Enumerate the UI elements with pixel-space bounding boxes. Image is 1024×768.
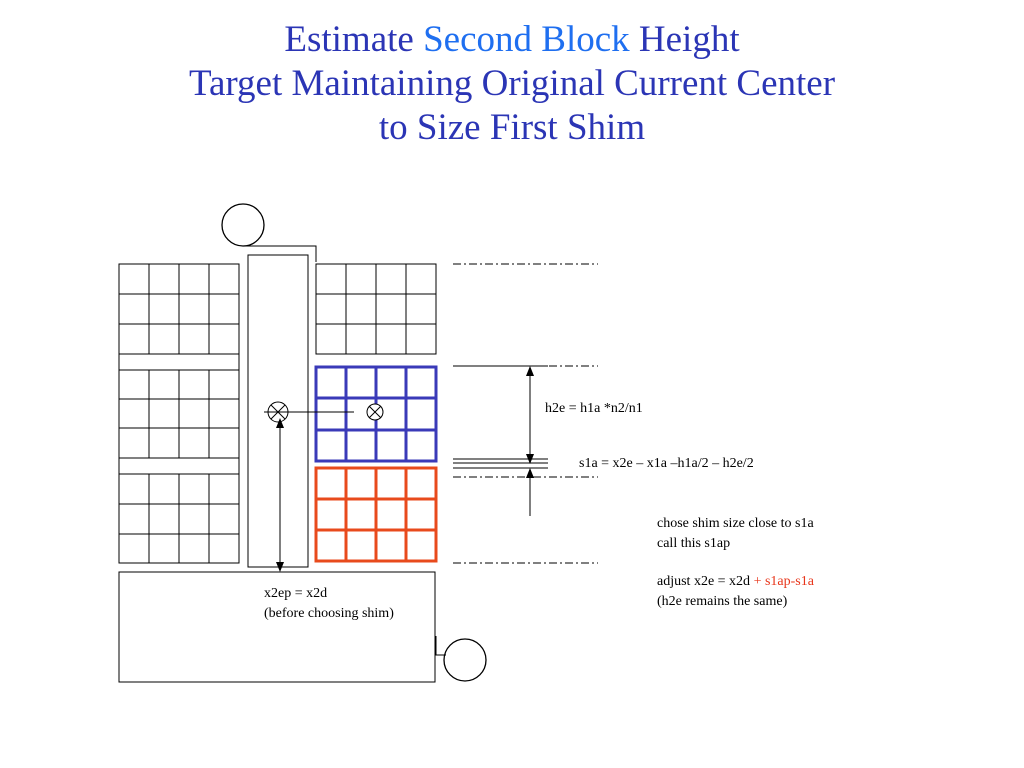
h2e-label: h2e = h1a *n2/n1 bbox=[545, 401, 643, 416]
note-line-3-red: + s1ap-s1a bbox=[753, 574, 814, 589]
s1a-arrowhead bbox=[526, 468, 534, 478]
slide-title: Estimate Second Block Height Target Main… bbox=[0, 18, 1024, 150]
h2e-arrowhead-down bbox=[526, 454, 534, 464]
x2ep-arrowhead-up bbox=[276, 418, 284, 428]
x2ep-label: x2ep = x2d (before choosing shim) bbox=[264, 584, 394, 624]
s1a-label: s1a = x2e – x1a –h1a/2 – h2e/2 bbox=[579, 456, 754, 471]
shim-notes: chose shim size close to s1a call this s… bbox=[657, 514, 814, 612]
title-line-2: Target Maintaining Original Current Cent… bbox=[188, 63, 836, 104]
title-highlight: Second Block bbox=[423, 19, 630, 60]
left-block-bottom bbox=[118, 473, 240, 564]
center-marker-right bbox=[366, 403, 384, 421]
title-line-3: to Size First Shim bbox=[378, 107, 646, 148]
left-spacer-2 bbox=[118, 457, 240, 475]
note-spacer bbox=[657, 554, 814, 572]
bottom-conductor bbox=[435, 636, 446, 656]
note-line-2: call this s1ap bbox=[657, 536, 731, 551]
x2ep-line-1: x2ep = x2d bbox=[264, 586, 328, 601]
blue-block bbox=[314, 365, 438, 463]
conductor-path bbox=[243, 245, 317, 262]
top-circle bbox=[221, 203, 265, 247]
base-block bbox=[118, 571, 436, 683]
title-line-1-pre: Estimate bbox=[284, 19, 424, 60]
shim-gap-lines bbox=[453, 458, 548, 469]
left-spacer-1 bbox=[118, 353, 240, 371]
bottom-circle bbox=[443, 638, 487, 682]
left-block-middle bbox=[118, 369, 240, 459]
x2ep-line-2: (before choosing shim) bbox=[264, 606, 394, 621]
title-line-1-post: Height bbox=[629, 19, 740, 60]
red-block bbox=[314, 466, 438, 563]
note-line-3-pre: adjust x2e = x2d bbox=[657, 574, 754, 589]
x2ep-arrowhead-down bbox=[276, 562, 284, 572]
h2e-arrowhead-up bbox=[526, 366, 534, 376]
note-line-3: adjust x2e = x2d + s1ap-s1a bbox=[657, 572, 814, 592]
note-line-4: (h2e remains the same) bbox=[657, 594, 788, 609]
note-line-1: chose shim size close to s1a bbox=[657, 516, 814, 531]
left-block-top bbox=[118, 263, 240, 355]
left-stack bbox=[118, 263, 240, 564]
title-line-1: Estimate Second Block Height bbox=[0, 18, 1024, 62]
right-block-top bbox=[315, 263, 437, 355]
